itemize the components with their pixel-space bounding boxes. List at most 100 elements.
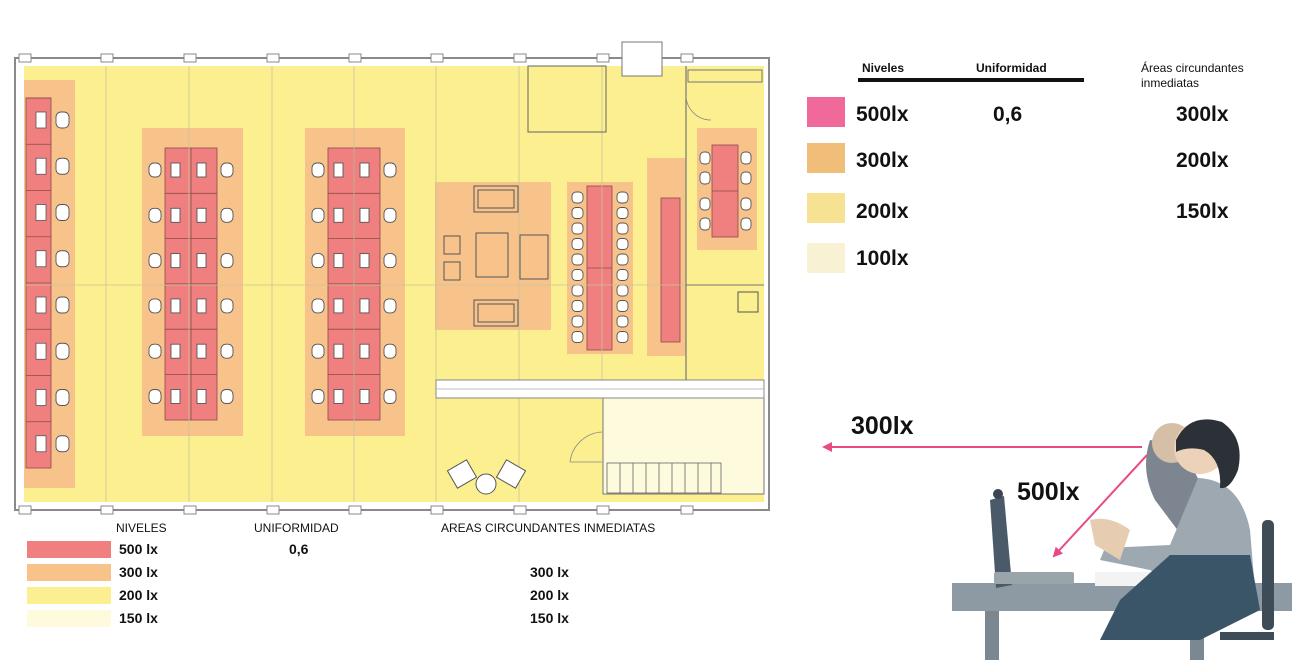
bottom-legend-areas-header: AREAS CIRCUNDANTES INMEDIATAS [441,521,656,535]
monitor [35,389,47,406]
chair [55,204,70,221]
bottom-legend-swatch-150 [27,610,111,627]
monitor [196,162,207,178]
right-legend-swatch-500 [807,97,845,127]
chair [571,331,584,343]
chair [220,343,234,359]
right-legend-level-500: 500lx [856,103,909,126]
monitor [333,389,344,404]
monitor [359,162,370,178]
pillar [100,505,114,515]
monitor [170,162,181,178]
chair [616,315,629,328]
storage-room [527,65,607,133]
bottom-legend-uniformity-value: 0,6 [289,541,309,557]
bottom-legend-level-150: 150 lx [119,610,158,626]
chair [740,151,752,165]
chair [148,389,162,404]
pillar [513,53,527,63]
chair [571,315,584,328]
pillar [430,505,444,515]
chair [571,222,584,235]
pillar [266,505,280,515]
laptop-screen [990,496,1012,588]
pillar [680,505,694,515]
illustration-surround-label: 300lx [851,412,914,440]
chair [383,253,397,269]
pillars [18,53,694,515]
monitor [359,298,370,314]
monitor [170,207,181,223]
monitor [35,111,47,129]
chair [616,222,629,235]
chair [571,253,584,266]
right-legend-area-300: 300lx [1176,103,1229,126]
chair [616,207,629,219]
monitor [196,343,207,359]
chair [740,217,752,231]
person-hair [1176,419,1240,489]
chair [220,162,234,178]
bottom-legend-swatch-300 [27,564,111,581]
pillar [596,505,610,515]
monitor [333,253,344,269]
chairs [35,111,752,453]
monitor [35,204,47,221]
bottom-legend-area-150: 150 lx [530,610,569,626]
monitor [359,207,370,223]
chair [55,157,70,175]
chair [148,162,162,178]
right-legend-level-300: 300lx [856,149,909,172]
monitor [333,343,344,359]
chair [740,171,752,185]
structural-grid [24,66,764,502]
floor-plan [14,41,770,515]
laptop-keyboard [994,572,1074,584]
chair [699,217,711,231]
monitor [333,298,344,314]
bottom-legend-uniformity-header: UNIFORMIDAD [254,521,339,535]
chair [220,389,234,404]
monitor [35,250,47,268]
right-legend-uniformity-value: 0,6 [993,103,1023,126]
monitor [359,343,370,359]
right-legend-level-100: 100lx [856,247,909,270]
pillar [18,505,32,515]
monitor [333,207,344,223]
right-legend-uniformity-header: Uniformidad [976,61,1047,75]
chair [383,343,397,359]
pillar [513,505,527,515]
pillar [348,505,362,515]
chair [571,238,584,250]
monitor [170,298,181,314]
bottom-legend-area-300: 300 lx [530,564,569,580]
counter-desk [660,197,681,343]
chair [383,298,397,314]
chair [616,253,629,266]
chair [571,191,584,204]
pillar [348,53,362,63]
chair [148,253,162,269]
right-legend-areas-header-2: inmediatas [1141,76,1200,90]
chair [220,253,234,269]
pillar [183,53,197,63]
monitor [170,343,181,359]
chair [571,300,584,312]
lounge-furniture [443,185,549,327]
illustration-task-label: 500lx [1017,478,1080,506]
monitor [196,298,207,314]
chair [55,342,70,360]
chair [699,197,711,211]
right-legend-swatch-200 [807,193,845,223]
chair [311,343,325,359]
chair [311,162,325,178]
zone-300-lounge [435,182,551,330]
chair [616,269,629,281]
monitor [196,389,207,404]
monitor [170,253,181,269]
right-legend-area-150: 150lx [1176,200,1229,223]
chair [571,269,584,281]
right-legend-area-200: 200lx [1176,149,1229,172]
chair [148,298,162,314]
